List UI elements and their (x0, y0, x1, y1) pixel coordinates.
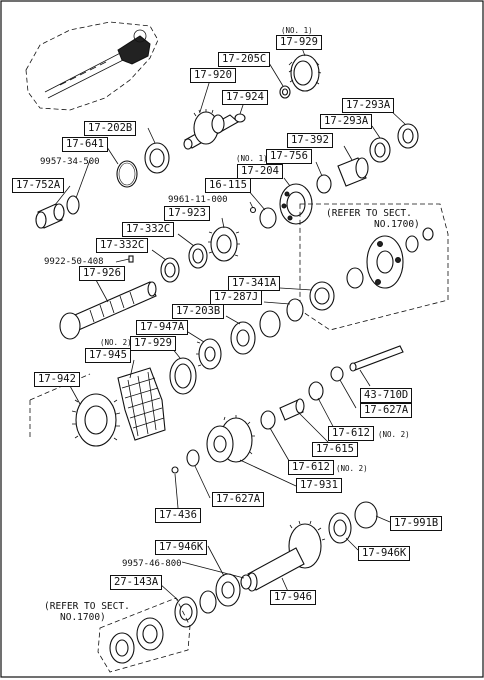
label-17-641: 17-641 (62, 137, 108, 152)
bearing-17-946k-lower (215, 573, 241, 607)
output-flange-assembly (346, 227, 434, 289)
bearing-pair-bottom (109, 617, 164, 664)
label-17-627a-upper: 17-627A (360, 403, 413, 418)
bearing-17-203b (230, 321, 256, 355)
label-17-929-mid: 17-929 (130, 336, 176, 351)
ring-9957-46-800 (240, 574, 252, 590)
needle-cage-17-945 (117, 367, 166, 441)
pin-17-436 (171, 466, 179, 474)
label-43-710d: 43-710D (360, 388, 413, 403)
refer-sect-bottom-line1: (REFER TO SECT. (44, 601, 130, 612)
collar-17-392 (337, 157, 369, 187)
label-17-756: 17-756 (266, 149, 312, 164)
refer-sect-right-line1: (REFER TO SECT. (326, 208, 412, 219)
refer-sect-right-line2: NO.1700) (374, 219, 420, 230)
bearing-17-612-lower (260, 410, 276, 430)
label-17-205c: 17-205C (218, 52, 271, 67)
bearing-17-946k-upper (328, 512, 352, 544)
label-17-931: 17-931 (296, 478, 342, 493)
needle-bearing-17-293a (369, 123, 419, 163)
label-17-203b: 17-203B (172, 304, 225, 319)
label-9957-46-800: 9957-46-800 (122, 559, 182, 569)
label-17-923: 17-923 (164, 206, 210, 221)
gear-17-920 (183, 109, 239, 150)
washer-17-627a-upper (330, 366, 344, 382)
ball-9961-11-000 (249, 206, 257, 214)
synchronizer-ring-17-929-mid (169, 357, 197, 395)
label-9922-50-408: 9922-50-408 (44, 257, 104, 267)
label-17-293a-upper: 17-293A (342, 98, 395, 113)
gear-17-942 (71, 393, 121, 447)
ring-17-991b (354, 501, 378, 529)
label-17-615: 17-615 (312, 442, 358, 457)
bearing-17-341a (309, 281, 335, 311)
label-17-341a: 17-341A (228, 276, 281, 291)
label-9961-11-000: 9961-11-000 (168, 195, 228, 205)
label-9957-34-500: 9957-34-500 (40, 157, 100, 167)
label-27-143a: 27-143A (110, 575, 163, 590)
note-no1-mid: (NO. 1) (236, 154, 268, 163)
main-shaft-17-926 (59, 281, 157, 340)
bearing-17-612-upper (308, 381, 324, 401)
label-17-920: 17-920 (190, 68, 236, 83)
label-16-115: 16-115 (205, 178, 251, 193)
snap-ring-27-143a-adj (199, 590, 217, 614)
spacer-17-615 (279, 398, 305, 421)
label-17-392: 17-392 (287, 133, 333, 148)
label-17-946k-lower: 17-946K (358, 546, 411, 561)
hub-17-287j (286, 298, 304, 322)
label-17-752a: 17-752A (12, 178, 65, 193)
label-17-945: 17-945 (85, 348, 131, 363)
needle-bearing-17-332c (160, 243, 208, 283)
label-17-947a: 17-947A (136, 320, 189, 335)
synchronizer-ring-17-929-top (288, 54, 322, 92)
label-17-612-upper: 17-612 (328, 426, 374, 441)
transmission-inset-illustration (25, 21, 159, 111)
label-17-946: 17-946 (270, 590, 316, 605)
gear-17-947a (196, 338, 222, 370)
note-no1-top: (NO. 1) (281, 26, 313, 35)
label-17-436: 17-436 (155, 508, 201, 523)
label-17-204: 17-204 (237, 164, 283, 179)
bearing-17-202b (144, 142, 170, 174)
washer-17-627a-lower (186, 449, 200, 467)
bearing-17-204 (279, 183, 313, 225)
snap-ring-9957-34-500 (66, 195, 80, 215)
leader-lines (54, 47, 406, 601)
gear-17-923 (208, 226, 240, 262)
label-17-926: 17-926 (79, 266, 125, 281)
refer-sect-bottom-line2: NO.1700) (60, 612, 106, 623)
key-9922-50-408 (128, 255, 134, 263)
label-17-202b: 17-202B (84, 121, 137, 136)
washer-17-756 (316, 174, 332, 194)
ring-17-203b (259, 310, 281, 338)
note-no2-left: (NO. 2) (100, 338, 132, 347)
bearing-17-752a (35, 203, 65, 229)
label-17-612-lower: 17-612 (288, 460, 334, 475)
label-17-946k-upper: 17-946K (155, 540, 208, 555)
reverse-idler-shaft-43-710d (349, 345, 404, 372)
bearing-17-924 (234, 113, 246, 123)
label-17-924: 17-924 (222, 90, 268, 105)
label-17-627a-lower: 17-627A (212, 492, 265, 507)
ring-16-115 (259, 207, 277, 229)
bearing-27-143a (174, 596, 198, 628)
reverse-idler-gear-17-931 (206, 415, 255, 463)
label-17-287j: 17-287J (210, 290, 263, 305)
label-17-942: 17-942 (34, 372, 80, 387)
note-no2-612-upper: (NO. 2) (378, 430, 410, 439)
label-17-332c-lower: 17-332C (96, 238, 149, 253)
label-17-332c-upper: 17-332C (122, 222, 175, 237)
label-17-293a-lower: 17-293A (320, 114, 373, 129)
label-17-991b: 17-991B (390, 516, 443, 531)
label-17-929-top: 17-929 (276, 35, 322, 50)
countershaft-17-946 (246, 520, 326, 592)
note-no2-612-lower: (NO. 2) (336, 464, 368, 473)
